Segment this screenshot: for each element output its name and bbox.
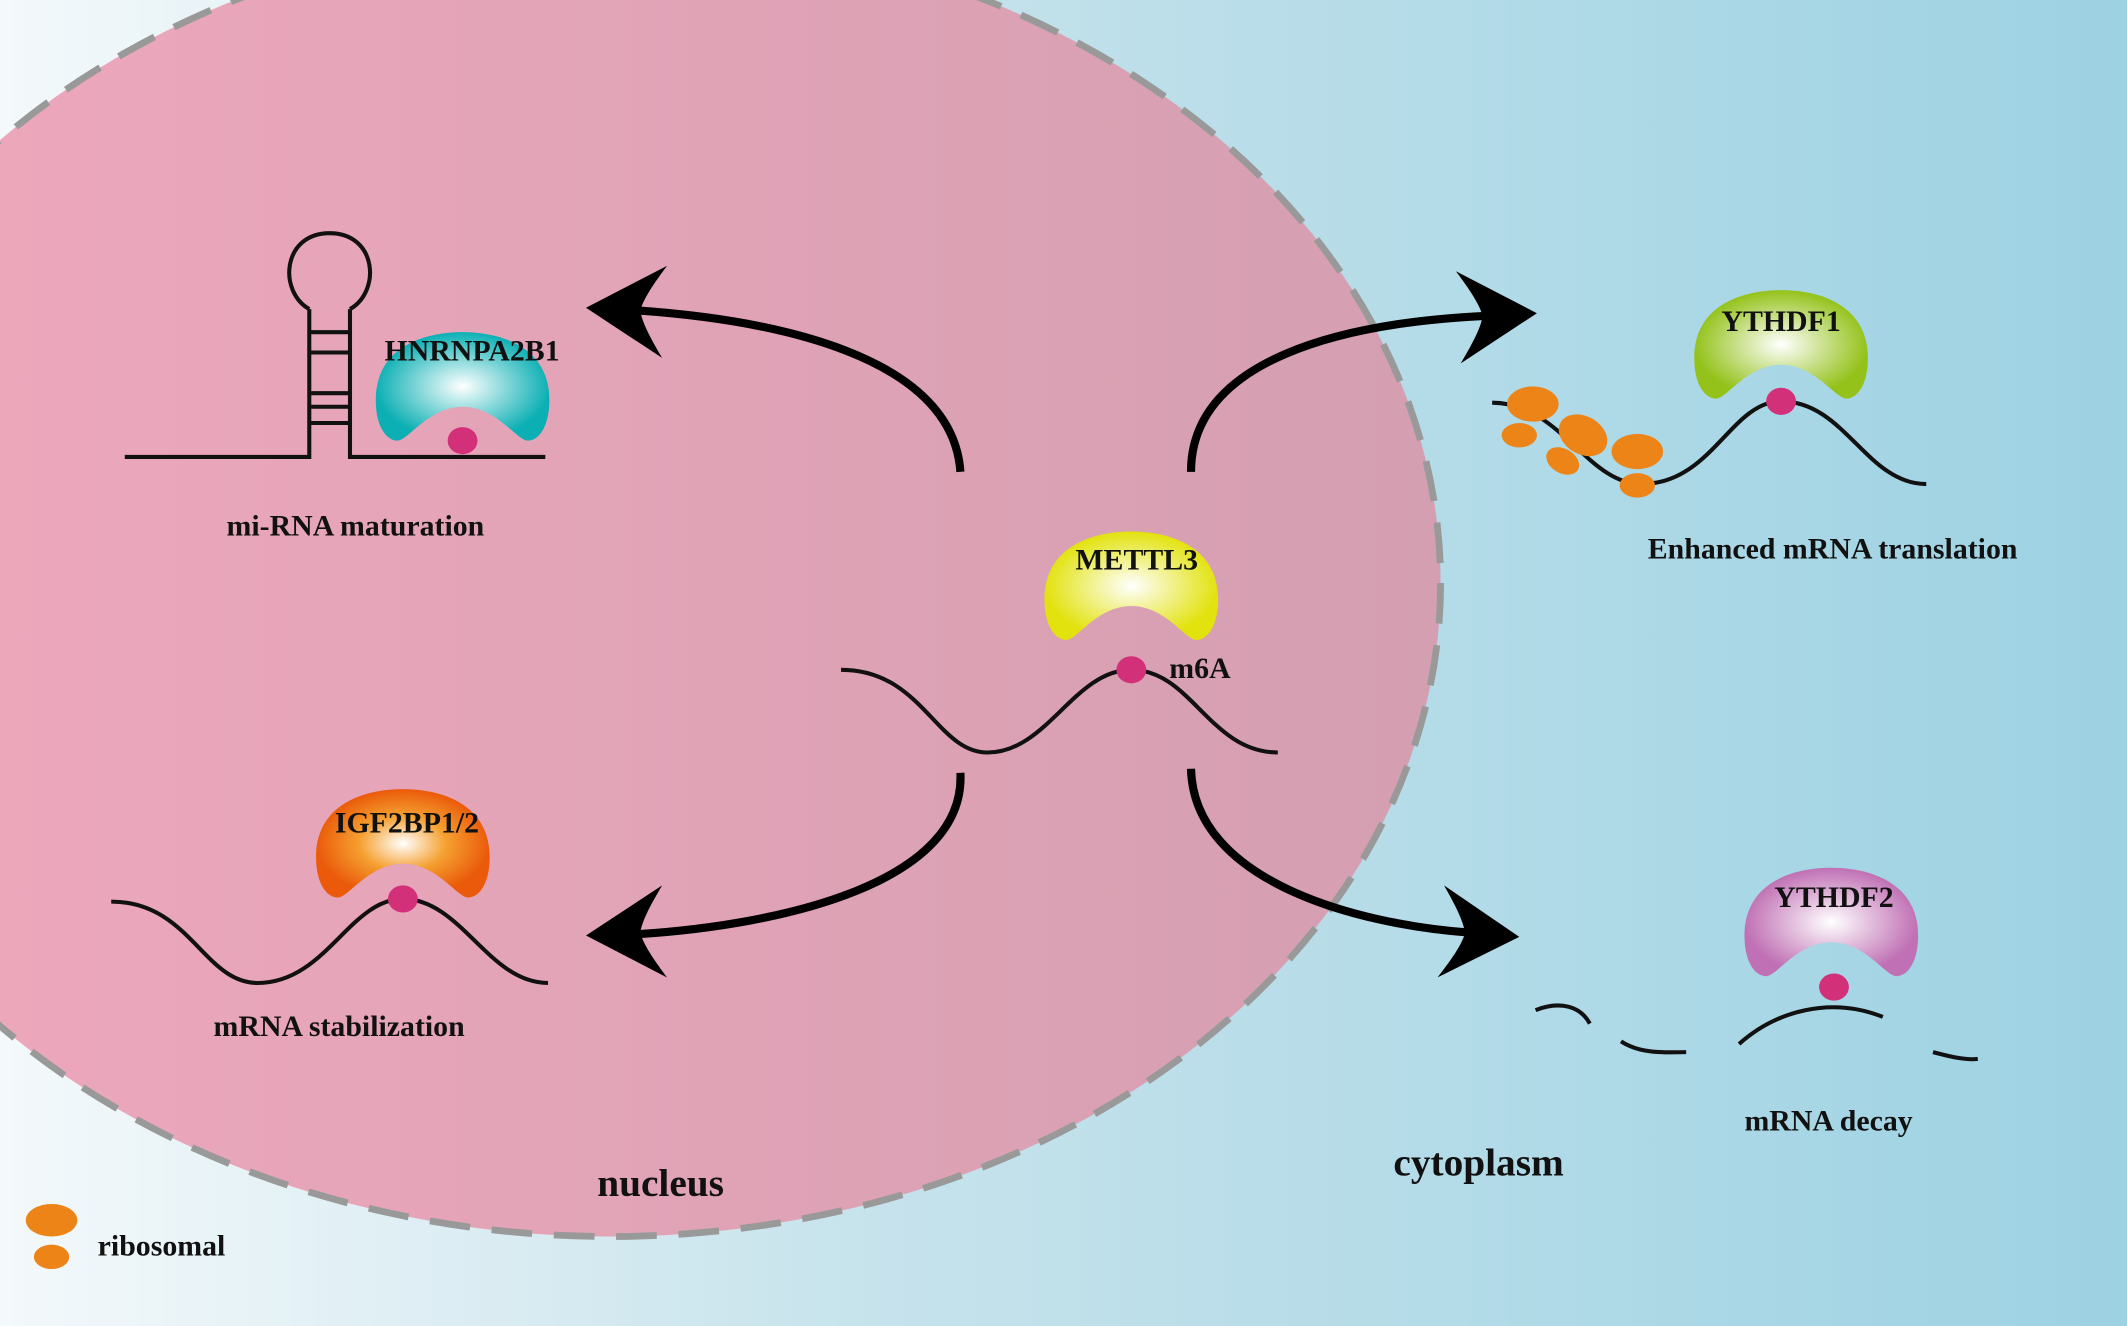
ribosomes — [1501, 386, 1664, 498]
mrna-stabilization-label: mRNA stabilization — [214, 1010, 466, 1043]
legend-ribosomal-label: ribosomal — [98, 1230, 226, 1263]
mrna-strand — [841, 667, 1278, 755]
nucleus-label: nucleus — [597, 1161, 724, 1205]
ythdf1-complex: YTHDF1 Enhanced mRNA translation — [1492, 290, 2018, 566]
igf2bp-complex: IGF2BP1/2 mRNA stabilization — [111, 789, 549, 1043]
ythdf2-label: YTHDF2 — [1774, 881, 1893, 914]
arrow-to-translation — [1186, 311, 1486, 472]
hnrnpa2b1-complex: HNRNPA2B1 mi-RNA maturation — [124, 231, 560, 543]
cytoplasm-label: cytoplasm — [1393, 1141, 1564, 1185]
m6a-dot — [447, 427, 478, 455]
mettl3-label: METTL3 — [1075, 543, 1198, 576]
arrow-to-mirna — [637, 306, 965, 473]
mirna-maturation-label: mi-RNA maturation — [227, 510, 485, 543]
mrna-strand — [111, 896, 549, 986]
arrows — [583, 261, 1540, 983]
hnrnpa2b1-label: HNRNPA2B1 — [384, 335, 559, 368]
m6a-dot — [1766, 387, 1797, 415]
mrna-decay-label: mRNA decay — [1744, 1105, 1912, 1138]
ythdf2-complex: YTHDF2 mRNA decay — [1534, 867, 1979, 1138]
ribosome-icon — [25, 1203, 78, 1237]
m6a-dot — [1116, 656, 1147, 684]
arrow-to-stabilization — [637, 772, 965, 939]
nucleus-membrane — [0, 0, 1444, 1240]
m6a-label: m6A — [1169, 652, 1231, 685]
degraded-mrna — [1534, 1003, 1979, 1062]
legend: ribosomal — [25, 1203, 226, 1270]
translation-label: Enhanced mRNA translation — [1648, 533, 2018, 566]
mettl3-complex: METTL3 m6A — [841, 531, 1278, 755]
ythdf1-label: YTHDF1 — [1721, 305, 1840, 338]
m6a-dot — [387, 885, 418, 913]
arrow-to-decay — [1186, 768, 1473, 937]
mirna-hairpin — [124, 231, 546, 459]
igf2bp-label: IGF2BP1/2 — [335, 806, 479, 839]
m6a-dot — [1819, 973, 1849, 1001]
